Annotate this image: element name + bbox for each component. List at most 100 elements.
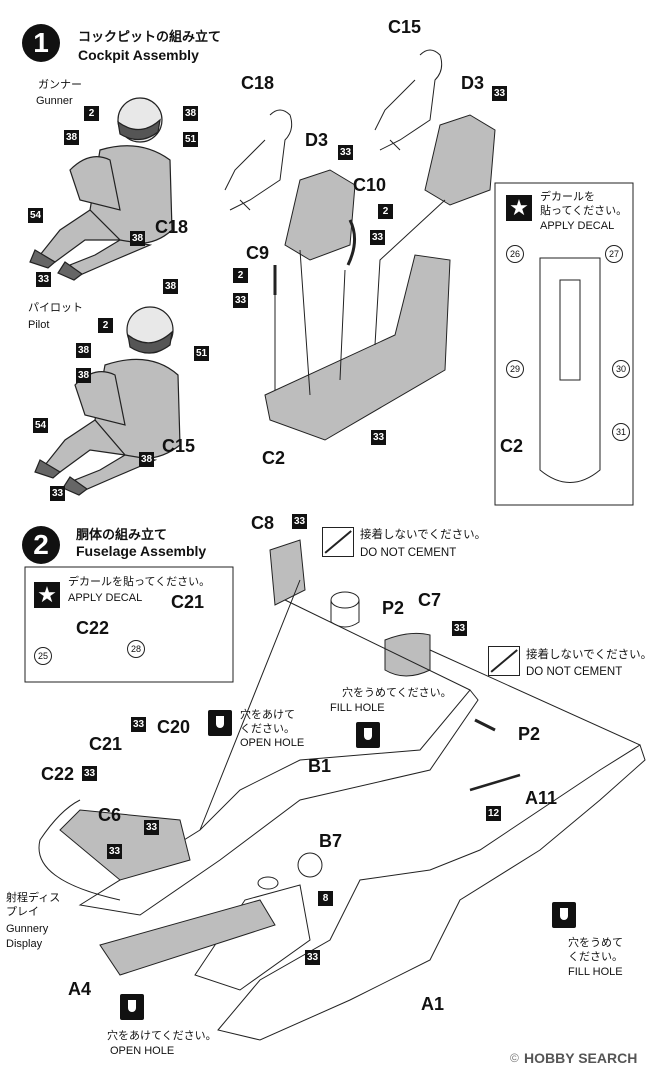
fill-hole-icon <box>552 902 576 928</box>
decal-number: 28 <box>127 640 145 658</box>
gunner-label-en: Gunner <box>36 95 73 107</box>
color-callout: 38 <box>76 343 91 358</box>
part-c15-label: C15 <box>388 17 422 37</box>
star-icon: ★ <box>506 195 532 221</box>
part-c15-label: C15 <box>162 436 196 456</box>
color-callout: 33 <box>131 717 146 732</box>
color-callout: 33 <box>233 293 248 308</box>
open-hole-icon <box>120 994 144 1020</box>
color-callout: 2 <box>98 318 113 333</box>
open-hole-en: OPEN HOLE <box>110 1045 175 1057</box>
color-callout: 33 <box>492 86 507 101</box>
seat-d3-b <box>424 114 496 206</box>
color-callout: 33 <box>452 621 467 636</box>
step-2-number: 2 <box>22 526 60 564</box>
decal-number: 27 <box>605 245 623 263</box>
decal-title-en: APPLY DECAL <box>68 592 143 604</box>
step-1-title-jp: コックピットの組み立て <box>78 29 222 44</box>
no-cement-en: DO NOT CEMENT <box>360 547 457 559</box>
gunner-figure-illustration <box>29 97 173 281</box>
watermark-logo: HOBBY SEARCH <box>524 1050 638 1066</box>
part-c22-label: C22 <box>41 764 75 784</box>
pilot-figure-illustration <box>34 306 181 496</box>
no-cement-en: DO NOT CEMENT <box>526 666 623 678</box>
decal-title-jp2: 貼ってください。 <box>540 205 628 217</box>
open-hole-icon <box>208 710 232 736</box>
part-p2-label: P2 <box>518 724 541 744</box>
color-callout: 33 <box>107 844 122 859</box>
no-cement-jp: 接着しないでください。 <box>526 649 653 661</box>
decal-number: 25 <box>34 647 52 665</box>
fill-hole-jp1: 穴をうめて <box>568 937 623 949</box>
color-callout: 33 <box>36 272 51 287</box>
color-callout: 2 <box>378 204 393 219</box>
decal-number: 26 <box>506 245 524 263</box>
part-c20-label: C20 <box>157 717 191 737</box>
decal-title-jp: デカールを貼ってください。 <box>68 576 211 588</box>
decal-part-c21-label: C21 <box>171 592 205 612</box>
decal-number: 29 <box>506 360 524 378</box>
gunnery-display-jp2: プレイ <box>6 906 39 918</box>
part-a1-label: A1 <box>421 994 445 1014</box>
part-c21-label: C21 <box>89 734 123 754</box>
c18-figure-outline <box>224 109 293 211</box>
gunnery-display-jp1: 射程ディス <box>6 892 61 904</box>
c15-figure-outline <box>374 49 443 151</box>
decal-number: 30 <box>612 360 630 378</box>
open-hole-en: OPEN HOLE <box>240 737 305 749</box>
fill-hole-icon <box>356 722 380 748</box>
color-callout: 38 <box>163 279 178 294</box>
c2-decal-outline <box>539 257 601 483</box>
part-a11-label: A11 <box>525 788 558 808</box>
color-callout: 2 <box>233 268 248 283</box>
fill-hole-jp2: ください。 <box>568 951 623 963</box>
gunnery-display-en1: Gunnery <box>6 923 49 935</box>
seat-d3-a <box>284 169 356 261</box>
part-b7-label: B7 <box>319 831 343 851</box>
color-callout: 51 <box>194 346 209 361</box>
fill-hole-jp: 穴をうめてください。 <box>342 687 452 699</box>
part-p2-label: P2 <box>382 598 405 618</box>
color-callout: 54 <box>33 418 48 433</box>
watermark-copyright: © <box>510 1051 519 1065</box>
color-callout: 54 <box>28 208 43 223</box>
color-callout: 33 <box>370 230 385 245</box>
part-c6-label: C6 <box>98 805 122 825</box>
color-callout: 38 <box>130 231 145 246</box>
color-callout: 38 <box>183 106 198 121</box>
gunner-label-jp: ガンナー <box>38 79 82 91</box>
color-callout: 33 <box>82 766 97 781</box>
color-callout: 38 <box>139 452 154 467</box>
color-callout: 51 <box>183 132 198 147</box>
part-d3-label: D3 <box>305 130 329 150</box>
color-callout: 33 <box>144 820 159 835</box>
part-c10-label: C10 <box>353 175 387 195</box>
pilot-label-jp: パイロット <box>28 302 83 314</box>
color-callout: 33 <box>305 950 320 965</box>
fill-hole-en: FILL HOLE <box>568 966 623 978</box>
part-b1-label: B1 <box>308 756 332 776</box>
color-callout: 33 <box>292 514 307 529</box>
open-hole-jp2: ください。 <box>240 723 295 735</box>
decal-part-c22-label: C22 <box>76 618 110 638</box>
color-callout: 38 <box>64 130 79 145</box>
decal-number: 31 <box>612 423 630 441</box>
decal-title-en: APPLY DECAL <box>540 220 615 232</box>
part-c18-label: C18 <box>155 217 189 237</box>
part-d3-label: D3 <box>461 73 485 93</box>
open-hole-jp: 穴をあけてください。 <box>107 1030 217 1042</box>
no-cement-jp: 接着しないでください。 <box>360 529 487 541</box>
part-c9-label: C9 <box>246 243 270 263</box>
color-callout: 33 <box>50 486 65 501</box>
color-callout: 8 <box>318 891 333 906</box>
open-hole-jp1: 穴をあけて <box>240 709 295 721</box>
part-a4-label: A4 <box>68 979 92 999</box>
color-callout: 33 <box>371 430 386 445</box>
no-cement-icon <box>322 527 354 557</box>
part-c2-label: C2 <box>262 448 286 468</box>
star-icon: ★ <box>34 582 60 608</box>
color-callout: 38 <box>76 368 91 383</box>
part-c18-label: C18 <box>241 73 275 93</box>
color-callout: 33 <box>338 145 353 160</box>
step-1-number: 1 <box>22 24 60 62</box>
